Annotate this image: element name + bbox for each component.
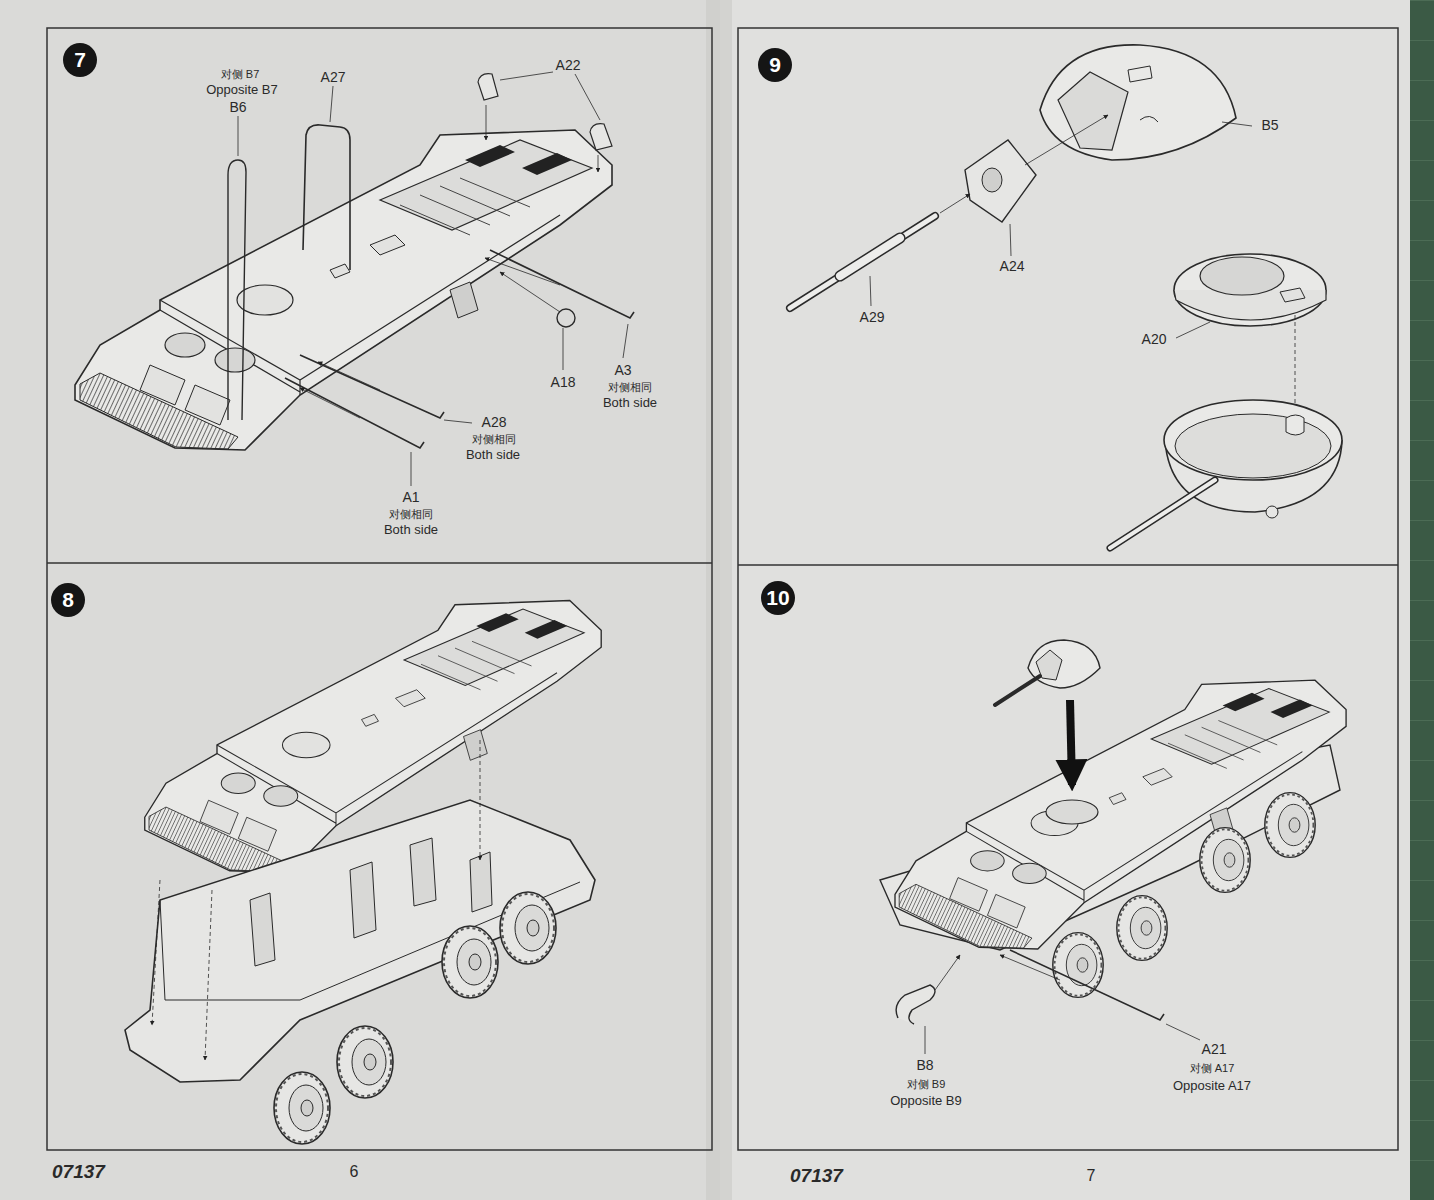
part-label: 对侧 A17 (1190, 1062, 1235, 1074)
step-number-text: 8 (62, 588, 74, 612)
kit-number: 07137 (52, 1162, 105, 1183)
step-number: 9 (758, 48, 792, 82)
part-label: B5 (1261, 118, 1278, 133)
step-number-text: 10 (766, 586, 789, 610)
part-label: B8 (916, 1058, 933, 1073)
part-label: A29 (860, 310, 885, 325)
step-number: 8 (51, 583, 85, 617)
part-label: 对侧 B7 (221, 68, 260, 80)
part-label: A3 (614, 363, 631, 378)
step-number-text: 9 (769, 53, 781, 77)
part-label: Opposite A17 (1173, 1079, 1251, 1093)
part-label: Both side (466, 448, 520, 462)
part-label: 对侧相同 (472, 433, 516, 445)
part-label: A20 (1142, 332, 1167, 347)
part-label: A22 (556, 58, 581, 73)
part-label: A1 (402, 490, 419, 505)
part-label: A28 (482, 415, 507, 430)
step-number: 10 (761, 581, 795, 615)
part-label: A21 (1202, 1042, 1227, 1057)
part-label: 对侧相同 (389, 508, 433, 520)
part-label: Opposite B7 (206, 83, 278, 97)
part-label: A27 (321, 70, 346, 85)
kit-number: 07137 (790, 1166, 843, 1187)
step-number-text: 7 (74, 48, 86, 72)
part-label: Both side (603, 396, 657, 410)
part-label: 6 (350, 1163, 359, 1181)
part-label: A18 (551, 375, 576, 390)
part-label: 对侧 B9 (907, 1078, 946, 1090)
part-label: A24 (1000, 259, 1025, 274)
part-label: B6 (229, 100, 246, 115)
part-label: 7 (1087, 1167, 1096, 1185)
part-label: 对侧相同 (608, 381, 652, 393)
step-number: 7 (63, 43, 97, 77)
part-label: Both side (384, 523, 438, 537)
part-label: Opposite B9 (890, 1094, 962, 1108)
